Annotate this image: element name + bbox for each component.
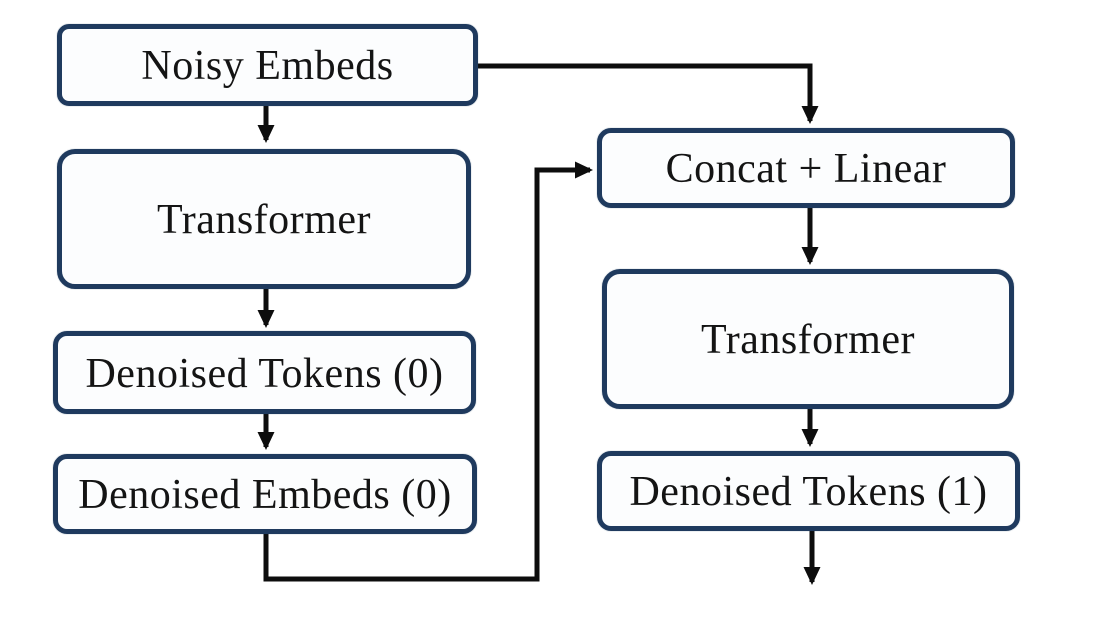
node-denoised-tokens-0: Denoised Tokens (0) [53,331,476,414]
node-denoised-tokens-1: Denoised Tokens (1) [597,451,1020,531]
node-denoised-tokens-1-label: Denoised Tokens (1) [629,469,988,515]
node-noisy-embeds: Noisy Embeds [57,24,478,106]
edge-noisy-to-concat [478,63,819,124]
node-denoised-embeds-0: Denoised Embeds (0) [53,454,477,534]
node-concat-linear-label: Concat + Linear [665,146,947,192]
node-transformer-left: Transformer [57,149,471,289]
node-denoised-embeds-0-label: Denoised Embeds (0) [78,472,452,518]
node-noisy-embeds-label: Noisy Embeds [141,43,394,89]
node-transformer-right-label: Transformer [701,317,915,363]
node-concat-linear: Concat + Linear [597,128,1015,208]
node-transformer-right: Transformer [602,269,1014,409]
node-transformer-left-label: Transformer [157,197,371,243]
node-denoised-tokens-0-label: Denoised Tokens (0) [85,350,444,397]
